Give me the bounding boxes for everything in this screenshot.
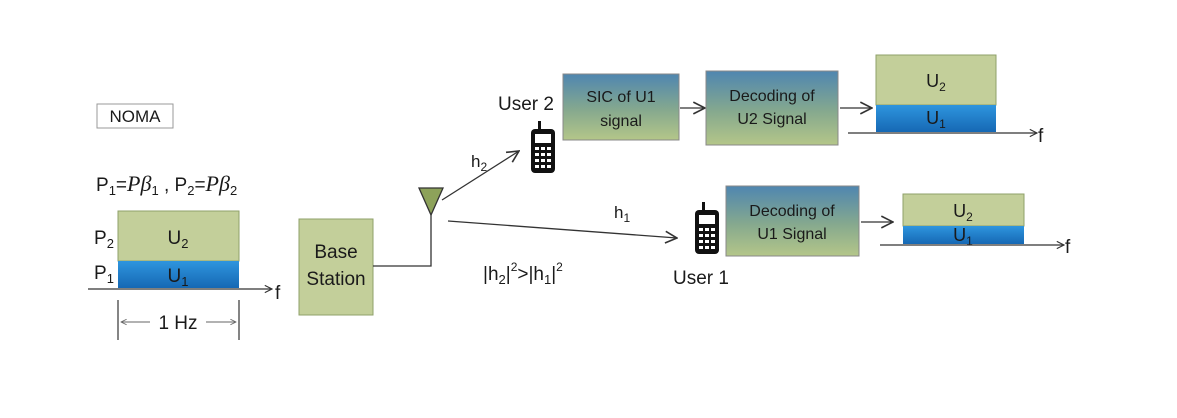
channel-arrow-user1 (447, 220, 677, 238)
user2-out-u2-label: U2 (926, 71, 946, 94)
decode-u2-line1: Decoding of (729, 88, 815, 105)
u2-label: U2 (168, 228, 189, 251)
p1-level-label: P1 (94, 263, 114, 286)
power-allocation-chart: U2 U1 P2 P1 f 1 Hz (88, 210, 281, 340)
u1-label: U1 (168, 266, 189, 289)
antenna-icon (373, 187, 445, 267)
sic-line2: signal (600, 113, 642, 130)
decode-u2-line2: U2 Signal (737, 111, 806, 128)
user2-output-spectrum: U2 U1 f (848, 54, 1044, 147)
user2-label: User 2 (498, 94, 554, 115)
user1-phone-icon (695, 202, 719, 254)
decode-u1-line1: Decoding of (749, 203, 835, 220)
base-station-box: Base Station (298, 218, 374, 316)
h1-label: h1 (614, 203, 630, 225)
channel-arrow-user2 (441, 151, 519, 201)
user1-label: User 1 (673, 268, 729, 289)
user1-freq-label: f (1065, 237, 1071, 258)
decode-u2-block: Decoding of U2 Signal (705, 70, 839, 146)
sic-u1-block: SIC of U1 signal (562, 73, 680, 141)
u1-power-block (118, 261, 239, 288)
h2-label: h2 (471, 152, 487, 174)
base-station-line2: Station (306, 269, 365, 290)
u2-power-block (117, 210, 240, 262)
decode-u1-line2: U1 Signal (757, 226, 826, 243)
p2-level-label: P2 (94, 228, 114, 251)
power-formula: P1=Pβ1 , P2=Pβ2 (96, 171, 237, 198)
sic-line1: SIC of U1 (586, 89, 655, 106)
decode-u1-block: Decoding of U1 Signal (725, 185, 860, 257)
user1-output-spectrum: U2 U1 f (880, 193, 1071, 258)
bandwidth-label: 1 Hz (158, 313, 197, 334)
base-station-line1: Base (314, 242, 357, 263)
noma-label-box: NOMA (96, 103, 174, 129)
user2-out-u1-label: U1 (926, 108, 946, 131)
noma-label: NOMA (110, 107, 162, 126)
user1-out-u1-label: U1 (953, 225, 973, 248)
frequency-axis-label: f (275, 283, 281, 304)
user2-phone-icon (531, 121, 555, 173)
user2-freq-label: f (1038, 126, 1044, 147)
user1-out-u2-label: U2 (953, 201, 973, 224)
channel-condition: |h2|2>|h1|2 (483, 260, 563, 287)
